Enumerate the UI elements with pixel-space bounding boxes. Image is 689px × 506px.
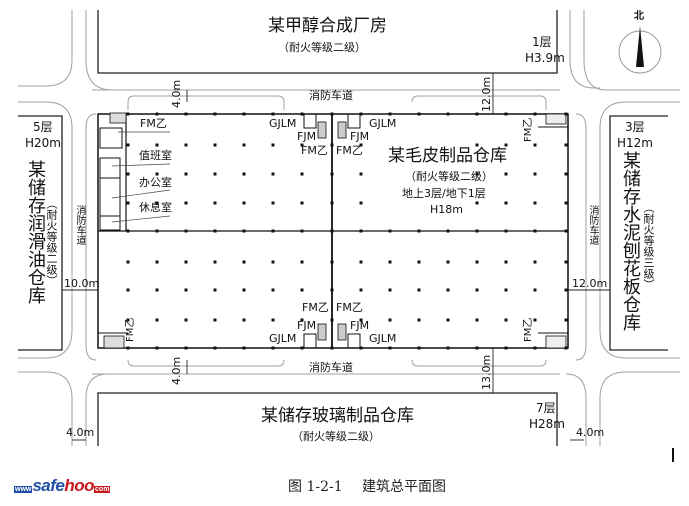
door-gjlm-se: GJLM [369, 332, 397, 345]
west-fire-road-label: 消防车道 [74, 205, 85, 245]
west-building-name: 某储存润滑油仓库 [25, 160, 46, 304]
door-fm-sw: FM乙 [302, 301, 329, 314]
figure-number: 图 1-2-1 [288, 479, 343, 495]
east-building-height: H12m [617, 136, 653, 150]
door-fm-ne: FM乙 [336, 144, 363, 157]
door-fjm-nw: FJM [297, 130, 317, 143]
west-spacing-dim: 10.0m [64, 277, 100, 290]
room-duty: 值班室 [139, 149, 172, 162]
west-building-rating: （耐火等级二级） [45, 198, 58, 286]
east-building-floors: 3层 [625, 120, 645, 134]
room-office: 办公室 [139, 176, 172, 189]
north-fire-road-label: 消防车道 [309, 89, 353, 102]
north-building-rating: （耐火等级二级） [278, 41, 366, 54]
north-building-name: 某甲醇合成厂房 [268, 16, 387, 36]
door-fm-east-north: FM乙 [523, 117, 534, 142]
north-building-floors: 1层 [532, 35, 552, 49]
safehoo-logo[interactable]: www safe hoo com [14, 476, 111, 496]
door-fjm-ne: FJM [350, 130, 370, 143]
main-warehouse-height: H18m [430, 203, 463, 216]
room-rest: 休息室 [139, 201, 172, 214]
south-building-height: H28m [529, 417, 565, 431]
north-spacing-dim: 12.0m [480, 76, 493, 112]
west-building-height: H20m [25, 136, 61, 150]
east-building-name: 某储存水泥刨花板仓库 [620, 151, 641, 331]
south-building-name: 某储存玻璃制品仓库 [261, 406, 414, 426]
door-gjlm-nw: GJLM [269, 117, 297, 130]
door-label-fm-b: FM乙 [140, 117, 167, 130]
door-gjlm-sw: GJLM [269, 332, 297, 345]
main-warehouse-floors: 地上3层/地下1层 [402, 187, 486, 200]
door-gjlm-ne: GJLM [369, 117, 397, 130]
south-fire-road-label: 消防车道 [309, 361, 353, 374]
main-warehouse-name: 某毛皮制品仓库 [388, 146, 507, 166]
logo-safe: safe [32, 476, 65, 495]
logo-prefix: www [14, 486, 33, 493]
east-fire-road-label: 消防车道 [587, 205, 598, 245]
north-label: 北 [634, 11, 644, 22]
main-warehouse-rating: （耐火等级二级） [405, 170, 493, 183]
text-cursor [672, 448, 674, 462]
door-fm-east-south: FM乙 [523, 317, 534, 342]
logo-hoo: hoo [64, 476, 95, 495]
south-spacing-dim: 13.0m [480, 354, 493, 390]
door-fm-nw: FM乙 [301, 144, 328, 157]
south-building-floors: 7层 [536, 401, 556, 415]
east-building-rating: （耐火等级三级） [642, 202, 655, 290]
north-road-width-dim: 4.0m [170, 79, 183, 108]
bottom-left-road-dim: 4.0m [66, 426, 95, 439]
figure-title: 建筑总平面图 [362, 479, 446, 495]
south-building-rating: （耐火等级二级） [292, 430, 380, 443]
door-fjm-se: FJM [350, 319, 370, 332]
bottom-right-road-dim: 4.0m [576, 426, 605, 439]
north-building-height: H3.9m [525, 51, 565, 65]
south-road-width-dim: 4.0m [170, 356, 183, 385]
east-spacing-dim: 12.0m [572, 277, 608, 290]
west-building-floors: 5层 [33, 120, 53, 134]
door-fm-west-south: FM乙 [125, 317, 136, 342]
door-fm-se: FM乙 [336, 301, 363, 314]
door-fjm-sw: FJM [297, 319, 317, 332]
north-arrow-icon [618, 26, 662, 74]
logo-suffix: com [94, 486, 111, 493]
